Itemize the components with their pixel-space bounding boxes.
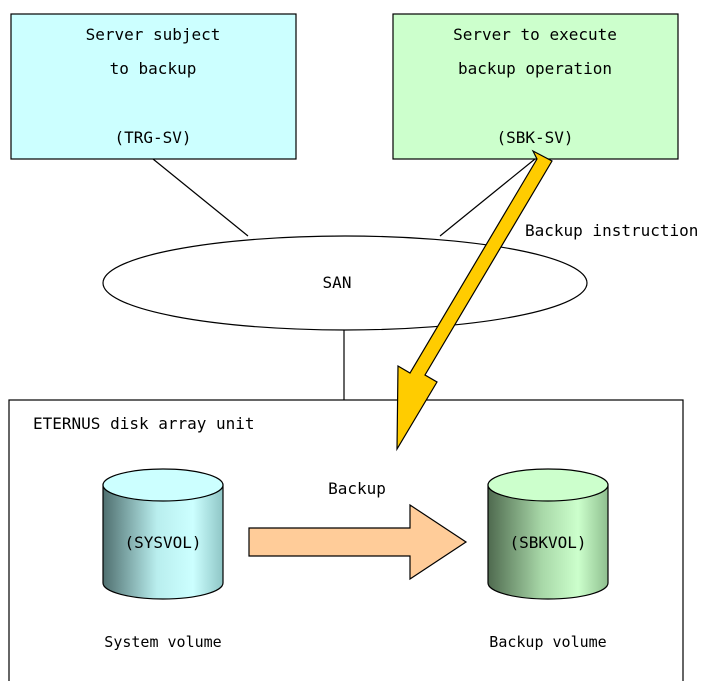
system-volume-caption: System volume xyxy=(104,633,221,651)
backup-instruction-label: Backup instruction xyxy=(525,221,698,240)
san-label: SAN xyxy=(323,273,352,292)
target-server-line1: Server subject xyxy=(86,25,221,44)
backup-server: Server to execute backup operation (SBK-… xyxy=(392,13,679,160)
target-server-box xyxy=(10,13,297,160)
backup-copy-arrow xyxy=(248,503,468,581)
backup-server-line2: backup operation xyxy=(458,59,612,78)
storage-unit: ETERNUS disk array unit (SYSVOL) System … xyxy=(8,399,684,681)
backup-volume-id: (SBKVOL) xyxy=(509,533,586,552)
target-server-id: (TRG-SV) xyxy=(114,128,191,147)
backup-server-id: (SBK-SV) xyxy=(496,128,573,147)
backup-instruction-arrow xyxy=(396,149,553,452)
san-network: SAN xyxy=(102,235,588,331)
system-volume: (SYSVOL) System volume xyxy=(102,468,224,651)
storage-title: ETERNUS disk array unit xyxy=(33,414,255,433)
system-volume-top xyxy=(102,468,224,502)
backup-server-line1: Server to execute xyxy=(453,25,617,44)
backup-server-box xyxy=(392,13,679,160)
target-server-line2: to backup xyxy=(110,59,197,78)
system-volume-id: (SYSVOL) xyxy=(124,533,201,552)
system-volume-cylinder xyxy=(102,484,224,600)
backup-copy-label: Backup xyxy=(328,479,386,498)
trg-san-link xyxy=(152,158,249,237)
target-server: Server subject to backup (TRG-SV) xyxy=(10,13,297,160)
backup-volume-caption: Backup volume xyxy=(489,633,606,651)
backup-volume: (SBKVOL) Backup volume xyxy=(487,468,609,651)
backup-volume-top xyxy=(487,468,609,502)
sbk-san-link xyxy=(439,158,536,237)
backup-volume-cylinder xyxy=(487,484,609,600)
